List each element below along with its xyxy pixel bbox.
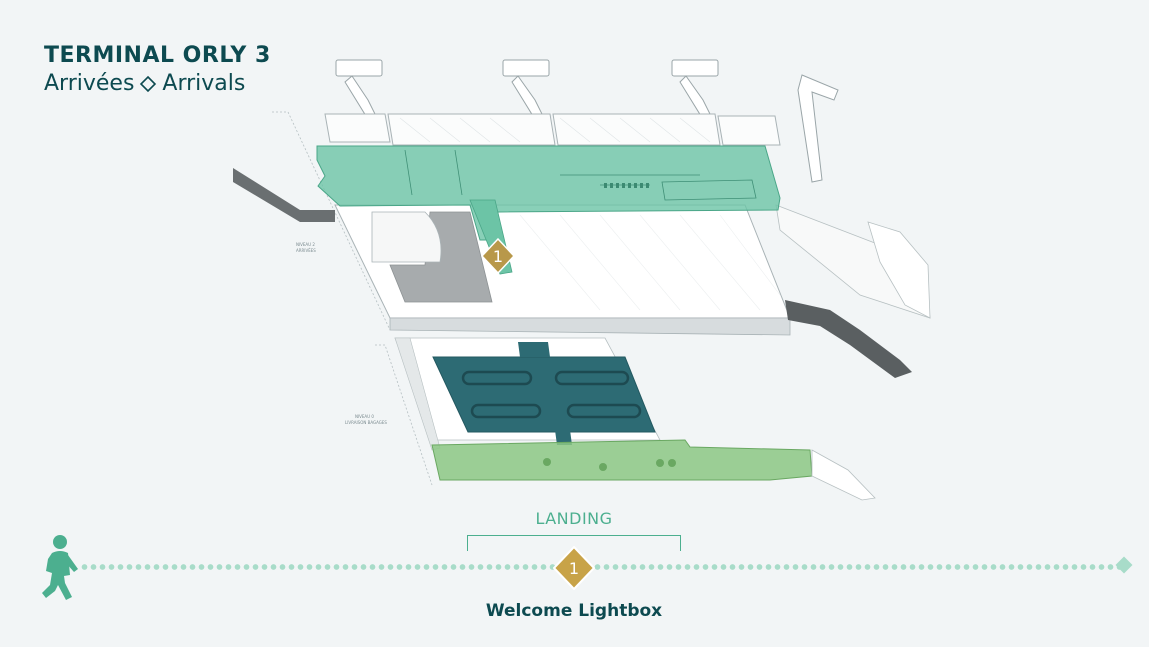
- level0-icons: [543, 458, 676, 471]
- level2-guide-line: [272, 111, 391, 331]
- map-marker-number: 1: [493, 247, 503, 266]
- baggage-carousels: [461, 370, 642, 419]
- stage-label-landing: LANDING: [535, 509, 613, 528]
- subtitle-english: Arrivals: [162, 71, 246, 96]
- pedestrian-icon: [42, 535, 78, 600]
- exterior-wall-left: [233, 168, 335, 222]
- gate-room-hatching: [399, 117, 711, 143]
- floor-hatching: [519, 214, 781, 311]
- diamond-icon: [1115, 556, 1133, 574]
- diamond-outline-icon: [140, 75, 157, 93]
- step-label-welcome-lightbox[interactable]: Welcome Lightbox: [485, 601, 663, 621]
- terminal-title: TERMINAL ORLY 3: [44, 43, 271, 68]
- level0-arrivals-zone: [431, 439, 813, 481]
- map-location-marker[interactable]: 1: [481, 238, 515, 274]
- curved-room: [371, 211, 442, 263]
- timeline-marker[interactable]: 1: [553, 546, 595, 590]
- baggage-hall-connector: [518, 342, 572, 445]
- ramp-right: [867, 221, 931, 319]
- timeline-marker-number: 1: [569, 559, 579, 578]
- baggage-reclaim-hall: [432, 356, 656, 433]
- title-block: TERMINAL ORLY 3 Arrivées Arrivals: [44, 42, 271, 98]
- level2-zone-details: [404, 149, 757, 201]
- subtitle-french: Arrivées: [44, 71, 135, 96]
- level2-arrivals-zone: [316, 145, 781, 241]
- timeline-dotted-path: [80, 564, 1122, 570]
- level2-floor-edge: [389, 317, 791, 336]
- escalator-bars: [604, 183, 649, 188]
- level0-ramp: [811, 449, 876, 501]
- terminal-subtitle: Arrivées Arrivals: [44, 70, 271, 98]
- stage-bracket: [467, 535, 681, 551]
- gate-rooms: [324, 113, 781, 146]
- level0-guide-line: [375, 344, 433, 486]
- jet-bridge: [335, 59, 839, 183]
- exterior-wall-right: [785, 300, 912, 378]
